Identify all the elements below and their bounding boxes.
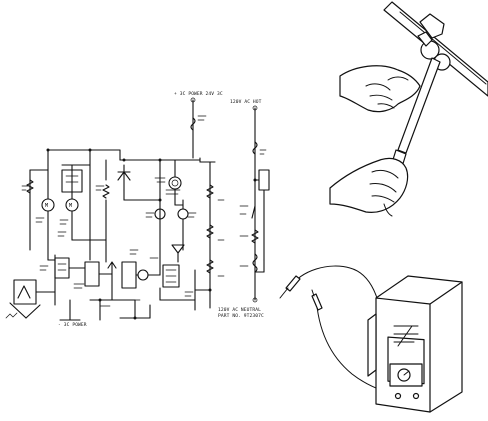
top-left-supply-label: + 3C POWER 24V 3C bbox=[174, 92, 223, 97]
top-right-supply-label: 120V AC HOT bbox=[230, 100, 262, 105]
lower-left-block bbox=[5, 239, 196, 321]
upper-hand bbox=[339, 65, 421, 113]
component-tags bbox=[21, 115, 267, 307]
svg-text:M: M bbox=[45, 203, 48, 209]
meter-body bbox=[367, 275, 463, 413]
lower-hand bbox=[329, 157, 409, 217]
part-number-label: PART NO. 9T2307C bbox=[218, 314, 264, 319]
bottom-left-supply-label: - 3C POWER bbox=[58, 323, 87, 328]
right-center-devices bbox=[154, 159, 216, 311]
bottom-right-neutral-label: 120V AC NEUTRAL bbox=[218, 308, 261, 313]
middle-branch bbox=[102, 158, 162, 276]
ac-column bbox=[251, 105, 270, 303]
left-branch: M M bbox=[26, 148, 92, 261]
svg-text:M: M bbox=[69, 203, 72, 209]
